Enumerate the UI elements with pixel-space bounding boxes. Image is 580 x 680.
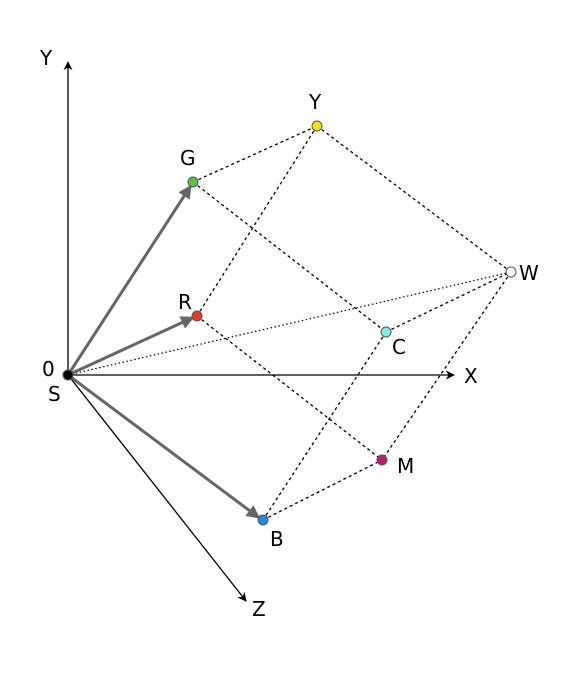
edge-c-b bbox=[262, 331, 387, 521]
z-axis bbox=[67, 374, 247, 602]
vector-s-g bbox=[66, 184, 192, 376]
edge-w-m bbox=[381, 271, 512, 461]
y-axis-label: Y bbox=[39, 46, 53, 70]
point-y-label: Y bbox=[308, 90, 322, 114]
point-w-label: W bbox=[519, 261, 539, 285]
point-w bbox=[505, 266, 517, 278]
point-m-label: M bbox=[397, 454, 414, 478]
point-r bbox=[191, 310, 203, 322]
vector-s-r bbox=[67, 316, 195, 377]
origin-label: S bbox=[48, 382, 61, 406]
edge-y-r bbox=[196, 125, 318, 317]
point-g bbox=[187, 176, 199, 188]
diagonal-s-w bbox=[67, 271, 512, 376]
point-y bbox=[311, 120, 323, 132]
point-c bbox=[380, 326, 392, 338]
point-m bbox=[376, 454, 388, 466]
edge-g-c bbox=[192, 181, 387, 333]
z-axis-label: Z bbox=[252, 597, 266, 621]
point-b-label: B bbox=[270, 527, 284, 551]
edge-y-w bbox=[316, 125, 512, 273]
point-c-label: C bbox=[392, 335, 406, 359]
edge-g-y bbox=[192, 125, 318, 183]
edge-c-w bbox=[385, 271, 512, 333]
x-axis-label: X bbox=[464, 364, 478, 388]
vector-s-b bbox=[67, 373, 261, 519]
origin-value-label: 0 bbox=[42, 357, 55, 381]
point-g-label: G bbox=[180, 146, 196, 170]
point-r-label: R bbox=[178, 290, 192, 314]
point-b bbox=[257, 514, 269, 526]
point-s bbox=[62, 369, 74, 381]
edge-b-m bbox=[262, 459, 383, 521]
edge-r-m bbox=[196, 315, 383, 461]
